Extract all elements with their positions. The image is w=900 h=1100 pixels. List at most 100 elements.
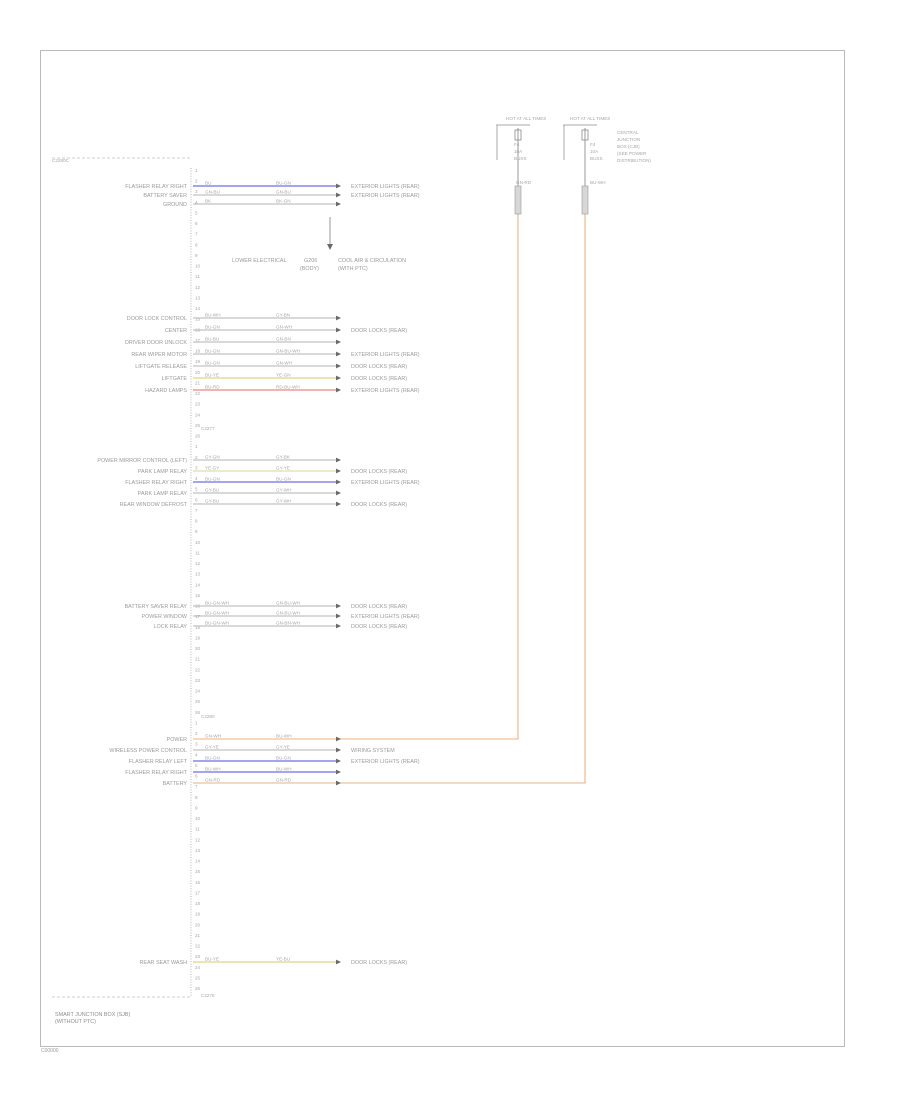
circuit-label: DRIVER DOOR UNLOCK	[125, 340, 187, 346]
fuse-2-sub: BUSS	[590, 156, 603, 161]
wire-color-1: BU-GN	[205, 756, 220, 761]
wire-color-1: BU-GN	[205, 361, 220, 366]
circuit-destination: DOOR LOCKS (REAR)	[351, 364, 407, 370]
wire-color-1: BU-RD	[205, 385, 220, 390]
circuit-destination: WIRING SYSTEM	[351, 748, 395, 754]
fuse-2-name: F4	[590, 142, 596, 147]
wire-color-2: GY-BN	[276, 313, 290, 318]
circuit-label: WIRELESS POWER CONTROL	[109, 748, 187, 754]
circuit-row: DRIVER DOOR UNLOCK BU-BU GN-BN	[125, 337, 341, 346]
pin-number: 17	[195, 338, 201, 343]
circuit-destination: DOOR LOCKS (REAR)	[351, 376, 407, 382]
pin-number: 6	[195, 774, 198, 779]
arrow-icon	[336, 327, 341, 333]
wire-color-2: GY-YE	[276, 466, 290, 471]
circuit-destination: DOOR LOCKS (REAR)	[351, 960, 407, 966]
pin-number: 14	[195, 582, 201, 587]
fuse-1-rating: 10A	[514, 149, 523, 154]
pin-number: 11	[195, 827, 200, 832]
pin-number: 20	[195, 370, 201, 375]
pin-number: 25	[195, 699, 201, 704]
pin-number: 22	[195, 667, 201, 672]
pin-number: 9	[195, 529, 198, 534]
pin-number: 23	[195, 678, 201, 683]
pin-number: 10	[195, 264, 201, 269]
corner-tag: C00000	[41, 1048, 59, 1054]
arrow-icon	[336, 490, 341, 496]
circuit-destination: DOOR LOCKS (REAR)	[351, 328, 407, 334]
arrow-icon	[336, 183, 341, 189]
wire-color-2: GN-RD	[276, 778, 292, 783]
wire-color-1: BK	[205, 199, 212, 204]
arrow-icon	[336, 736, 341, 742]
wire-color-2: BU-WH	[276, 734, 292, 739]
wire-color-1: BU	[205, 181, 211, 186]
fuse-note-5: DISTRIBUTION)	[617, 158, 651, 163]
wire-color-1: GY-YE	[205, 745, 219, 750]
circuit-destination: DOOR LOCKS (REAR)	[351, 624, 407, 630]
wire-color-2: RD-BU-WH	[276, 385, 300, 390]
pin-number: 19	[195, 359, 201, 364]
wire-color-1: GN-WH	[205, 734, 221, 739]
circuit-label: POWER WINDOW	[141, 614, 187, 620]
wire-color-1: BU-BU	[205, 337, 219, 342]
pin-number: 8	[195, 242, 198, 247]
wire-color-1: BU-WH	[205, 767, 221, 772]
pin-number: 7	[195, 784, 198, 789]
circuit-label: GROUND	[163, 202, 187, 208]
pin-number: 8	[195, 795, 198, 800]
fuse-1-symbol	[514, 129, 522, 141]
connector-label-3: C2275	[201, 993, 215, 998]
pin-number: 14	[195, 859, 201, 864]
arrow-icon	[336, 457, 341, 463]
pin-number: 26	[195, 434, 201, 439]
wire-color-1: BU-YE	[205, 373, 219, 378]
pin-number: 18	[195, 625, 201, 630]
pin-number: 13	[195, 848, 201, 853]
pin-number: 7	[195, 508, 198, 513]
wire-color-1: GY-GN	[205, 455, 220, 460]
arrow-icon	[336, 959, 341, 965]
wire-color-1: BU-YE	[205, 957, 219, 962]
connector-label-2: C2280	[201, 714, 215, 719]
wire-color-2: GN-BU-WH	[276, 349, 300, 354]
pin-number: 24	[195, 412, 201, 417]
ground-arrow-icon	[327, 244, 333, 250]
pin-number: 3	[195, 465, 198, 470]
arrow-icon	[336, 479, 341, 485]
pin-number: 6	[195, 497, 198, 502]
pin-number: 15	[195, 317, 201, 322]
circuit-label: BATTERY SAVER RELAY	[125, 604, 188, 610]
wire-color-2: GY-BK	[276, 455, 291, 460]
wire-color-2: GN-BU-WH	[276, 611, 300, 616]
wire-color-1: YE-GY	[205, 466, 219, 471]
pin-number: 15	[195, 593, 201, 598]
arrow-icon	[336, 468, 341, 474]
wire-color-1: BU-GN	[205, 325, 220, 330]
pin-number: 16	[195, 880, 201, 885]
circuit-label: FLASHER RELAY RIGHT	[125, 480, 188, 486]
wire-color-2: GN-BN	[276, 337, 291, 342]
pin-number: 7	[195, 232, 198, 237]
fuse-2-connector	[581, 185, 589, 215]
fuse-1-sub: BUSS	[514, 156, 527, 161]
fuse-note-1: CENTRAL	[617, 130, 639, 135]
pin-number: 1	[195, 444, 198, 449]
circuit-destination: DOOR LOCKS (REAR)	[351, 604, 407, 610]
arrow-icon	[336, 351, 341, 357]
pin-number: 10	[195, 816, 201, 821]
pin-number: 8	[195, 519, 198, 524]
pin-number: 17	[195, 614, 201, 619]
